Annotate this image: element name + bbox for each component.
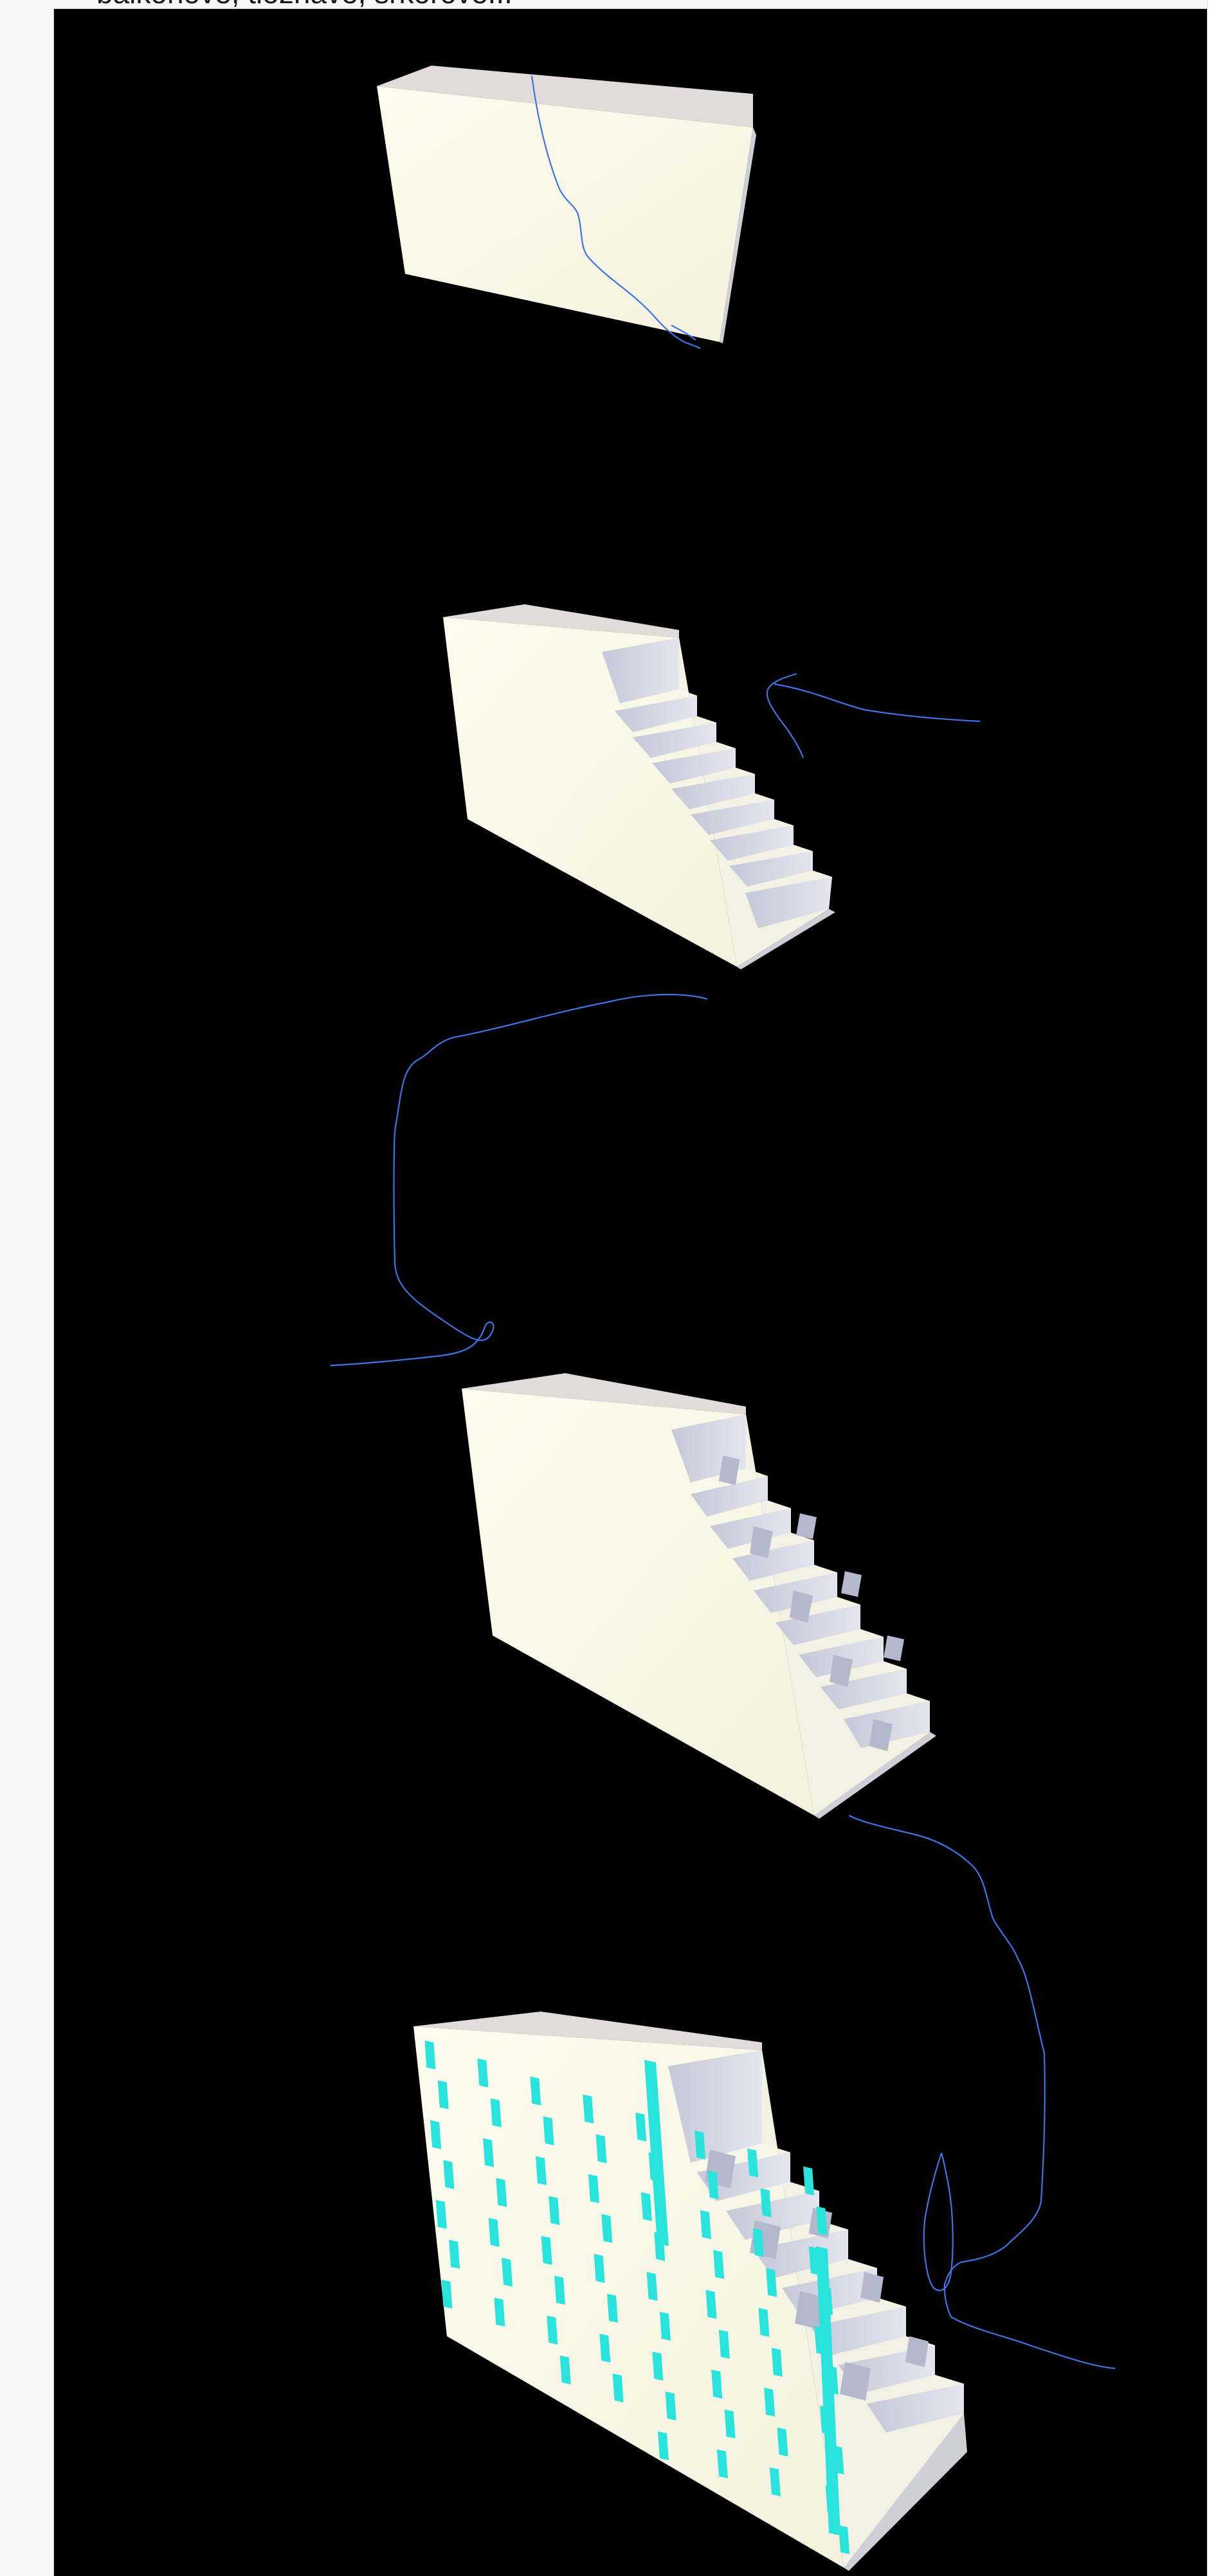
stroke-2: [767, 674, 980, 758]
diagram-svg: [54, 9, 1207, 2576]
stroke-4: [849, 1815, 1115, 2368]
stroke-3: [331, 995, 707, 1365]
stroke-5: [924, 2153, 953, 2291]
page-right-edge: [1207, 0, 1216, 2576]
massing-step-1: [377, 66, 756, 348]
massing-step-3: [462, 1373, 936, 1819]
massing-step-2: [443, 604, 980, 969]
block-1-front: [377, 86, 753, 342]
block-3-front: [462, 1389, 814, 1815]
massing-step-4: [413, 2012, 967, 2571]
diagram-canvas: [54, 9, 1207, 2576]
